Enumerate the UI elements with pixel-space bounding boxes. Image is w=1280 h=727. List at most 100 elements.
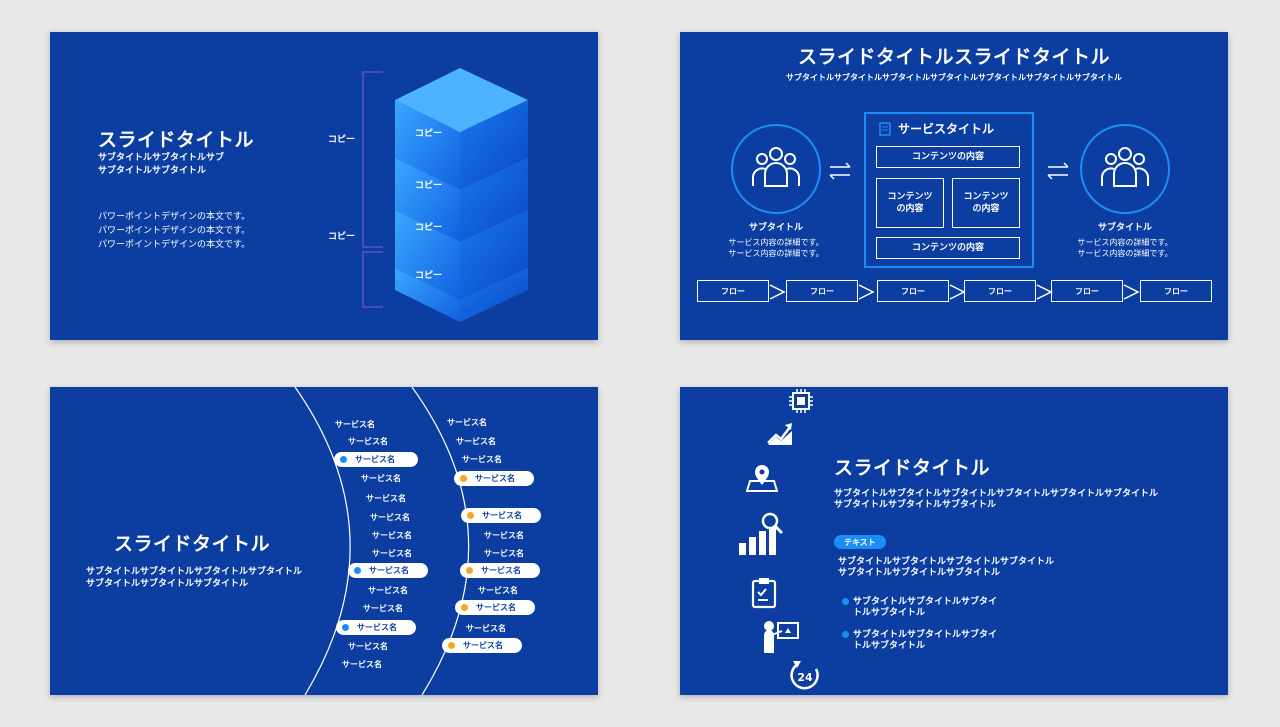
body-line: パワーポイントデザインの本文です。: [98, 210, 250, 224]
exchange-arrows-icon: [1046, 162, 1070, 180]
people-group-icon: [1100, 144, 1150, 189]
left-label: サブタイトル: [726, 222, 826, 234]
service-item: サービス名: [368, 585, 408, 596]
content-box: コンテンツの内容: [876, 237, 1020, 259]
slide-subtitle: サブタイトルサブタイトルサブタイトルサブタイトルサブタイトルサブタイトルサブタイ…: [680, 72, 1228, 84]
right-label: サブタイトル: [1075, 222, 1175, 234]
pill-label: サービス名: [369, 565, 409, 576]
bullet-dot-icon: [842, 631, 849, 638]
slide-2[interactable]: スライドタイトルスライドタイトル サブタイトルサブタイトルサブタイトルサブタイト…: [680, 32, 1228, 340]
flow-step: フロー: [964, 280, 1036, 302]
slide-title: スライドタイトルスライドタイトル: [680, 42, 1228, 69]
right-detail: サービス内容の詳細です。: [1065, 237, 1185, 248]
service-item: サービス名: [456, 436, 496, 447]
blue-dot-icon: [342, 624, 349, 631]
subtitle-line: サブタイトルサブタイトルサブタイトル: [86, 578, 248, 590]
text-line: サブタイトルサブタイトルサブタイトル: [838, 567, 1000, 579]
service-item: サービス名: [478, 585, 518, 596]
clipboard-check-icon: [750, 577, 780, 609]
flow-arrow-icon: [949, 282, 967, 302]
service-pill[interactable]: サービス名: [334, 452, 418, 467]
orange-dot-icon: [448, 642, 455, 649]
body-line: パワーポイントデザインの本文です。: [98, 238, 250, 252]
slide-1[interactable]: スライドタイトル サブタイトルサブタイトルサブ サブタイトルサブタイトル パワー…: [50, 32, 598, 340]
left-detail: サービス内容の詳細です。: [716, 237, 836, 248]
bracket-label: コピー: [328, 231, 355, 243]
blue-dot-icon: [354, 567, 361, 574]
map-pin-icon: [746, 463, 778, 493]
flow-arrow-icon: [1123, 282, 1141, 302]
content-box: コンテンツの内容: [876, 178, 944, 228]
subtitle-line: サブタイトルサブタイトルサブ: [98, 152, 224, 164]
service-item: サービス名: [348, 641, 388, 652]
slide-3[interactable]: スライドタイトル サブタイトルサブタイトルサブタイトルサブタイトル サブタイトル…: [50, 387, 598, 695]
left-detail: サービス内容の詳細です。: [716, 248, 836, 259]
analytics-search-icon: [736, 509, 786, 559]
slide-title: スライドタイトル: [834, 453, 990, 480]
flow-arrow-icon: [1036, 282, 1054, 302]
cube-label: コピー: [415, 222, 442, 234]
service-item: サービス名: [372, 530, 412, 541]
flow-step: フロー: [877, 280, 949, 302]
bullet-dot-icon: [842, 598, 849, 605]
chip-icon: [788, 388, 814, 414]
pill-label: サービス名: [463, 640, 503, 651]
exchange-arrows-icon: [828, 162, 852, 180]
service-pill[interactable]: サービス名: [348, 563, 428, 578]
stacked-cubes-illustration: [390, 50, 540, 325]
pill-label: サービス名: [475, 473, 515, 484]
service-item: サービス名: [361, 473, 401, 484]
service-item: サービス名: [370, 512, 410, 523]
bracket-label: コピー: [328, 134, 355, 146]
service-pill[interactable]: サービス名: [460, 563, 540, 578]
presenter-icon: [762, 619, 802, 655]
cube-label: コピー: [415, 128, 442, 140]
cube-label: コピー: [415, 270, 442, 282]
slide-4[interactable]: 24 スライドタイトル サブタイトルサブタイトルサブタイトルサブタイトルサブタイ…: [680, 387, 1228, 695]
bullet-line: トルサブタイトル: [853, 640, 925, 652]
people-group-icon: [751, 144, 801, 189]
slide-title: スライドタイトル: [114, 529, 270, 556]
service-item: サービス名: [462, 454, 502, 465]
right-detail: サービス内容の詳細です。: [1065, 248, 1185, 259]
slide-title: スライドタイトル: [98, 125, 254, 152]
orange-dot-icon: [467, 512, 474, 519]
flow-arrow-icon: [769, 282, 787, 302]
pill-label: サービス名: [357, 622, 397, 633]
service-pill[interactable]: サービス名: [336, 620, 416, 635]
service-item: サービス名: [366, 493, 406, 504]
service-item: サービス名: [363, 603, 403, 614]
document-icon: [878, 122, 892, 136]
orange-dot-icon: [461, 604, 468, 611]
orange-dot-icon: [460, 475, 467, 482]
content-box: コンテンツの内容: [876, 146, 1020, 168]
service-item: サービス名: [342, 659, 382, 670]
orange-dot-icon: [466, 567, 473, 574]
service-title: サービスタイトル: [898, 122, 994, 136]
flow-step: フロー: [786, 280, 858, 302]
service-pill[interactable]: サービス名: [454, 471, 534, 486]
service-pill[interactable]: サービス名: [461, 508, 541, 523]
text-badge: テキスト: [834, 535, 886, 549]
service-item: サービス名: [372, 548, 412, 559]
service-item: サービス名: [466, 623, 506, 634]
service-pill[interactable]: サービス名: [455, 600, 535, 615]
flow-step: フロー: [1051, 280, 1123, 302]
pill-label: サービス名: [355, 454, 395, 465]
growth-chart-icon: [766, 419, 794, 445]
service-item: サービス名: [484, 548, 524, 559]
content-box: コンテンツの内容: [952, 178, 1020, 228]
flow-step: フロー: [697, 280, 769, 302]
bracket-lines: [355, 67, 385, 317]
bullet-line: トルサブタイトル: [853, 607, 925, 619]
pill-label: サービス名: [482, 510, 522, 521]
service-item: サービス名: [447, 417, 487, 428]
service-item: サービス名: [335, 419, 375, 430]
service-item: サービス名: [348, 436, 388, 447]
pill-label: サービス名: [481, 565, 521, 576]
pill-label: サービス名: [476, 602, 516, 613]
subtitle-line: サブタイトルサブタイトル: [98, 165, 206, 177]
flow-step: フロー: [1140, 280, 1212, 302]
service-pill[interactable]: サービス名: [442, 638, 522, 653]
cube-label: コピー: [415, 180, 442, 192]
